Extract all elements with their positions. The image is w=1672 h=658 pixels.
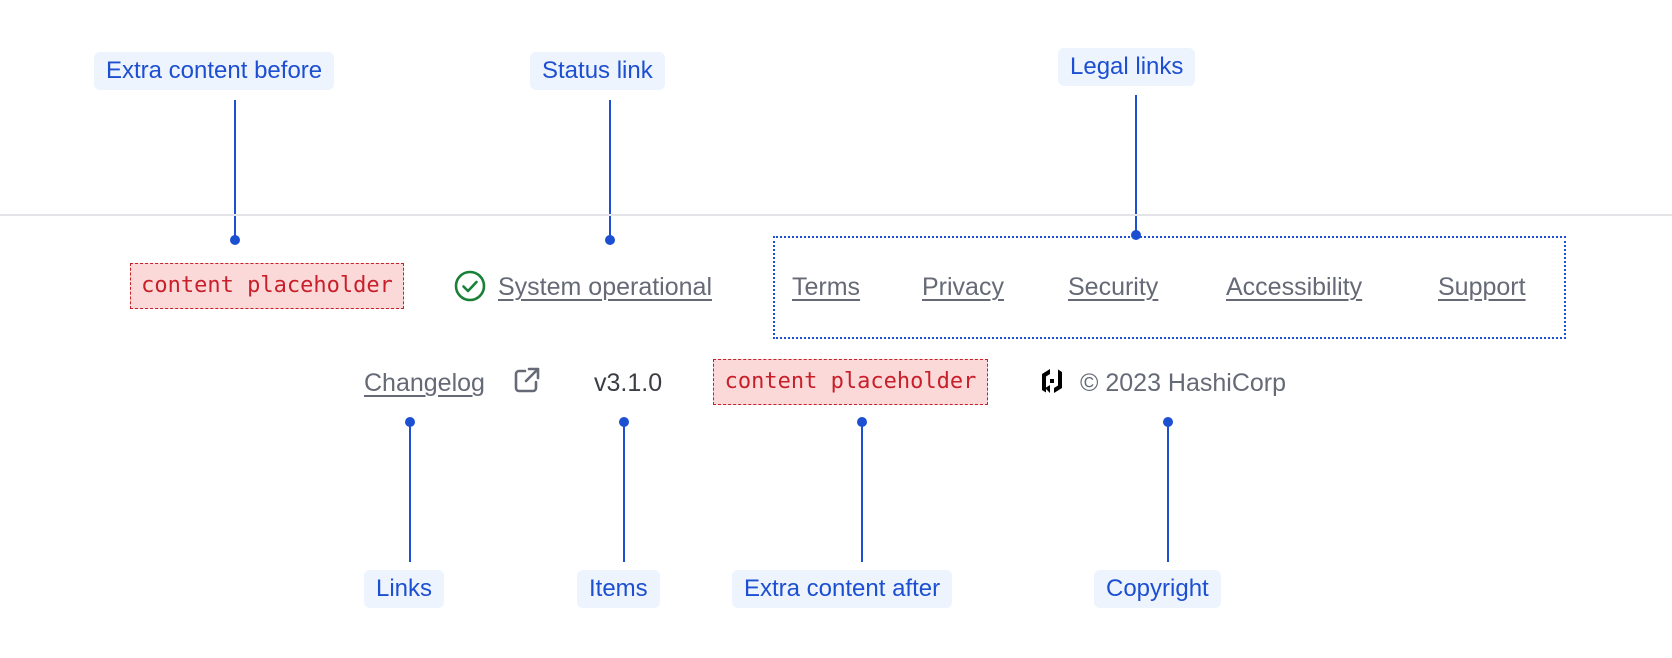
connector-line — [1135, 95, 1137, 235]
connector-line — [609, 100, 611, 238]
footer-divider — [0, 214, 1672, 216]
extra-content-after-placeholder: content placeholder — [713, 359, 988, 405]
connector-line — [623, 422, 625, 562]
callout-extra-content-after: Extra content after — [732, 570, 953, 608]
connector-line — [409, 422, 411, 562]
connector-dot — [605, 235, 615, 245]
connector-dot — [1131, 230, 1141, 240]
connector-dot — [230, 235, 240, 245]
external-link-icon — [512, 365, 542, 400]
callout-items: Items — [577, 570, 660, 608]
legal-links-group — [773, 236, 1566, 339]
legal-link-privacy[interactable]: Privacy — [922, 273, 1004, 301]
legal-link-terms[interactable]: Terms — [792, 273, 861, 301]
extra-content-before-placeholder: content placeholder — [130, 263, 404, 309]
callout-extra-content-before: Extra content before — [94, 52, 335, 90]
legal-link-support[interactable]: Support — [1438, 273, 1526, 301]
callout-status-link: Status link — [530, 52, 665, 90]
connector-line — [1167, 422, 1169, 562]
connector-line — [861, 422, 863, 562]
copyright-text: © 2023 HashiCorp — [1080, 369, 1287, 397]
status-link[interactable]: System operational — [498, 273, 713, 301]
hashicorp-logo-icon — [1037, 366, 1067, 401]
callout-legal-links: Legal links — [1058, 48, 1196, 86]
changelog-link[interactable]: Changelog — [364, 369, 485, 397]
check-circle-icon — [454, 270, 486, 307]
version-item: v3.1.0 — [594, 369, 663, 397]
callout-copyright: Copyright — [1094, 570, 1221, 608]
callout-links: Links — [364, 570, 445, 608]
legal-link-accessibility[interactable]: Accessibility — [1226, 273, 1363, 301]
legal-link-security[interactable]: Security — [1068, 273, 1159, 301]
connector-line — [234, 100, 236, 238]
